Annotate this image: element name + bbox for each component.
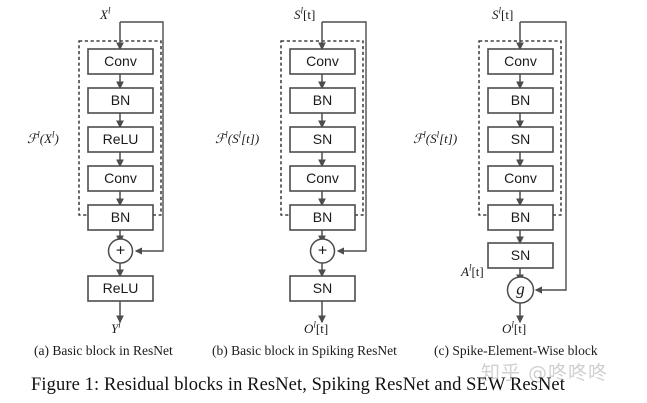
intermediate-label-c-base: A [461,264,469,279]
block-b-0-label: Conv [306,53,339,69]
residual-label-a-base: ℱ [27,131,38,146]
block-b-2-label: SN [313,131,332,147]
residual-label-c-sup: l [423,129,426,140]
output-label-a-base: Y [111,321,119,336]
subcaption-c: (c) Spike-Element-Wise block [434,343,598,358]
residual-label-c: ℱl(Sl[t]) [413,129,458,146]
block-a-1-label: BN [111,92,130,108]
intermediate-label-c-sup: l [468,262,472,273]
residual-label-b-arg-sup: l [238,129,242,140]
residual-label-b-sup: l [225,129,228,140]
residual-label-b: ℱl(Sl[t]) [215,129,260,146]
column-b-graphics: Conv BN SN Conv BN + SN [280,21,367,324]
block-a-4-label: BN [111,209,130,225]
column-c-graphics: Conv BN SN Conv BN SN g [478,21,567,324]
block-c-0-label: Conv [504,53,537,69]
input-label-b-base: S [294,7,301,22]
input-label-a-sup: l [107,5,111,16]
block-c-0[interactable] [487,48,554,75]
block-c-1-label: BN [511,92,530,108]
subcaption-b: (b) Basic block in Spiking ResNet [212,343,397,358]
block-a-3-label: Conv [104,170,137,186]
residual-label-c-base: ℱ [413,131,424,146]
shortcut-path-c [520,21,567,294]
merge-add-b-symbol: + [318,243,327,260]
merge-func-c-symbol: g [516,279,525,298]
residual-label-b-arg: (S [227,131,239,146]
shortcut-path-a [120,21,164,255]
block-c-2[interactable] [487,126,554,153]
residual-label-a: ℱl(Xl) [27,129,59,146]
block-b-4-label: BN [313,209,332,225]
output-label-b-base: O [304,321,314,336]
residual-label-c-arg-end: [t]) [439,131,458,146]
residual-label-a-sup: l [37,129,40,140]
output-label-b-sup: l [313,319,316,330]
output-label-c-base: O [502,321,512,336]
block-c-3-label: Conv [504,170,537,186]
residual-label-c-arg-sup: l [436,129,440,140]
output-label-c-sup: l [511,319,514,330]
output-label-b: Ol[t] [304,319,329,336]
input-label-c-sup: l [498,5,502,16]
shortcut-path-b [322,21,367,255]
post-merge-block-a-label: ReLU [103,280,139,296]
merge-add-a-symbol: + [116,243,125,260]
block-a-2[interactable] [87,126,154,153]
input-label-c-base: S [492,7,499,22]
intermediate-label-c-bracket: [t] [471,264,484,279]
output-label-b-bracket: [t] [315,321,329,336]
post-block-c-sn-label: SN [511,247,530,263]
subcaption-a: (a) Basic block in ResNet [34,343,173,358]
output-label-c: Ol[t] [502,319,527,336]
residual-label-b-base: ℱ [215,131,226,146]
input-label-c-bracket: [t] [501,7,514,22]
block-a-3[interactable] [87,165,154,192]
block-a-2-label: ReLU [103,131,139,147]
figure-caption: Figure 1: Residual blocks in ResNet, Spi… [31,375,565,395]
residual-label-b-arg-end: [t]) [241,131,260,146]
post-merge-block-b-label: SN [313,280,332,296]
output-label-c-bracket: [t] [513,321,527,336]
block-c-4-label: BN [511,209,530,225]
block-a-0[interactable] [87,48,154,75]
post-merge-block-b[interactable] [289,275,356,302]
output-label-a: Yl [111,319,121,336]
block-b-3-label: Conv [306,170,339,186]
input-label-a: Xl [100,5,111,22]
block-a-0-label: Conv [104,53,137,69]
output-label-a-sup: l [118,319,121,330]
residual-label-a-arg-end: ) [54,131,59,146]
input-label-a-base: X [100,7,108,22]
intermediate-label-c: Al[t] [461,262,484,279]
input-label-b-bracket: [t] [303,7,316,22]
residual-label-a-arg-sup: l [52,129,55,140]
block-c-2-label: SN [511,131,530,147]
block-b-1-label: BN [313,92,332,108]
column-a-graphics: Conv BN ReLU Conv BN + [78,21,164,324]
input-label-c: Sl[t] [492,5,514,22]
residual-label-c-arg: (S [425,131,437,146]
residual-label-a-arg: (X [39,131,53,146]
input-label-b-sup: l [300,5,304,16]
block-c-1[interactable] [487,87,554,114]
block-a-4[interactable] [87,204,154,231]
input-label-b: Sl[t] [294,5,316,22]
